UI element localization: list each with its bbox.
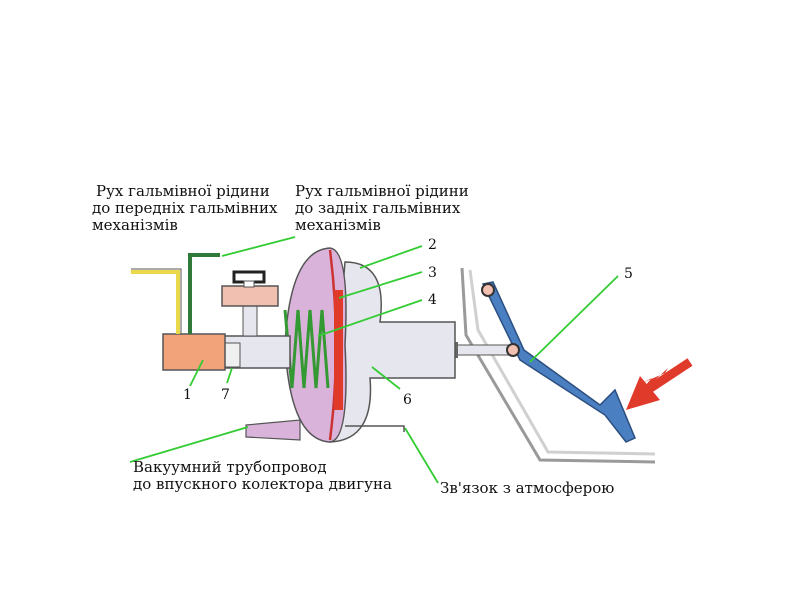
part-number-1: 1 [183,387,192,403]
reservoir-cap-stem [243,280,255,288]
floor-outline-inner [468,269,656,456]
label-vacuum-pipe: Вакуумний трубопровод до впускного колек… [133,458,392,493]
booster-front-shell [284,247,347,443]
part-number-4: 4 [428,292,437,308]
piston-7 [223,342,241,368]
master-cylinder-chamber [162,333,226,371]
floor-outline [460,267,656,464]
label-front-fluid: Рух гальмівної рідини до передніх гальмі… [92,182,278,234]
vacuum-pipe [245,419,301,441]
return-spring [283,309,330,389]
leader-lines [129,236,619,484]
front-brake-pipe-edge [131,268,182,334]
rear-brake-pipe [188,253,220,334]
atmosphere-pipe [345,425,405,432]
label-atmosphere: Зв'язок з атмосферою [440,479,615,497]
reservoir [221,285,279,307]
pedal-pivot [481,283,495,297]
part-number-3: 3 [428,265,437,281]
force-arrow-head [626,376,660,410]
reservoir-neck [242,301,258,337]
part-number-5: 5 [624,266,633,282]
diaphragm-plate [334,290,343,410]
part-number-6: 6 [403,392,412,408]
brake-pedal [481,281,636,443]
label-rear-fluid: Рух гальмівної рідини до задніх гальмівн… [295,182,469,234]
part-number-7: 7 [221,387,230,403]
front-brake-pipe [131,270,180,334]
booster-rear-housing [329,261,456,443]
part-number-2: 2 [428,237,437,253]
pedal-rod-joint [506,343,520,357]
